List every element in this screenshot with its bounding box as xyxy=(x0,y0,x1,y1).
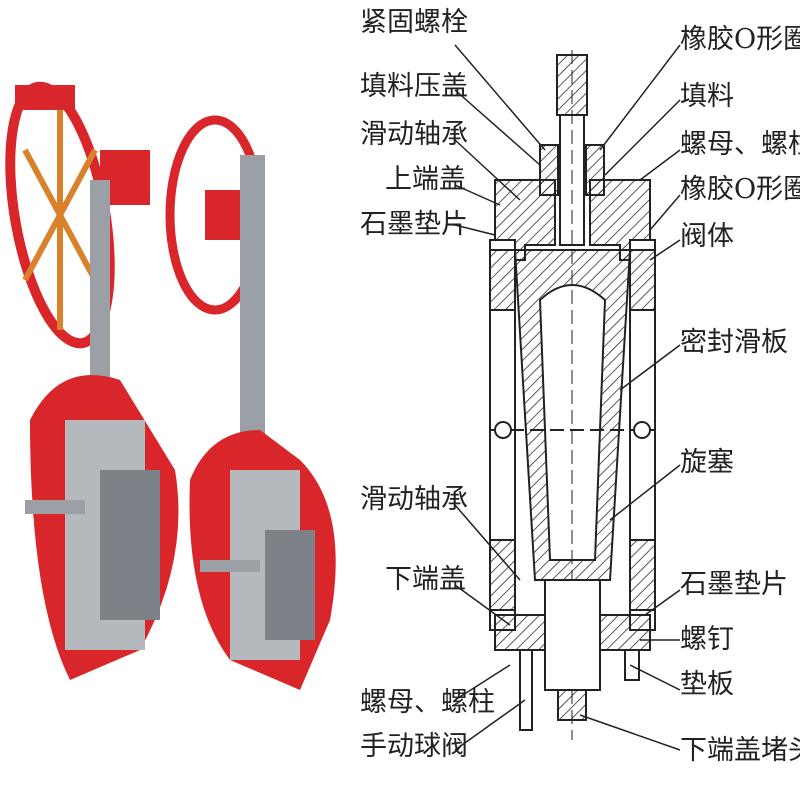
label-graphite-gasket-bottom: 石墨垫片 xyxy=(680,569,788,600)
plug-valve-section xyxy=(489,50,656,740)
label-fastening-bolt: 紧固螺栓 xyxy=(360,7,468,38)
label-backing-plate: 垫板 xyxy=(680,669,734,700)
label-rubber-o-ring-top: 橡胶O形圈 xyxy=(680,24,800,55)
label-packing-gland: 填料压盖 xyxy=(360,71,468,102)
label-lower-cover: 下端盖 xyxy=(385,564,466,595)
label-plug: 旋塞 xyxy=(680,447,734,478)
label-nut-stud-bottom: 螺母、螺柱 xyxy=(360,687,495,718)
label-graphite-gasket-top: 石墨垫片 xyxy=(360,209,468,240)
leader-lines xyxy=(454,44,681,751)
valve-photo-left xyxy=(5,81,179,680)
label-lower-cover-plug: 下端盖堵头 xyxy=(680,735,800,766)
label-nut-stud-top: 螺母、螺柱 xyxy=(680,129,800,160)
label-sliding-bearing-bottom: 滑动轴承 xyxy=(360,484,468,515)
label-manual-ball-valve: 手动球阀 xyxy=(360,731,468,762)
label-sealing-slide: 密封滑板 xyxy=(680,327,788,358)
label-screw: 螺钉 xyxy=(680,624,734,655)
label-valve-body: 阀体 xyxy=(680,221,734,252)
label-rubber-o-ring-2: 橡胶O形圈 xyxy=(680,174,800,205)
label-upper-cover: 上端盖 xyxy=(385,164,466,195)
label-packing: 填料 xyxy=(680,81,734,112)
label-sliding-bearing-top: 滑动轴承 xyxy=(360,119,468,150)
valve-photo-right xyxy=(165,115,336,690)
